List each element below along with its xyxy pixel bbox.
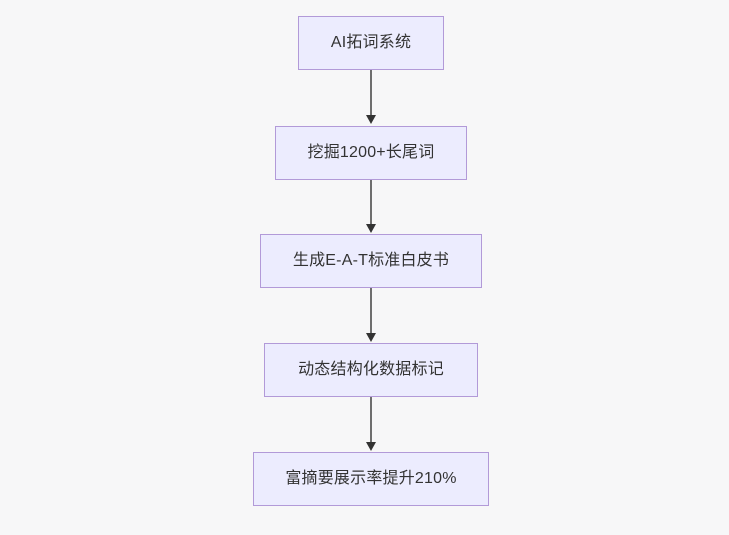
flow-node-5-label: 富摘要展示率提升210% <box>285 470 457 488</box>
flow-node-2-label: 挖掘1200+长尾词 <box>307 144 435 162</box>
arrowhead-3-to-4 <box>365 333 376 342</box>
arrowhead-1-to-2 <box>365 115 376 124</box>
flow-node-2[interactable]: 挖掘1200+长尾词 <box>275 126 467 180</box>
flow-node-3-label: 生成E-A-T标准白皮书 <box>292 252 450 270</box>
flow-node-1[interactable]: AI拓词系统 <box>298 16 444 70</box>
connector-4-to-5 <box>370 397 372 444</box>
flow-node-4-label: 动态结构化数据标记 <box>298 361 444 379</box>
arrowhead-4-to-5 <box>365 442 376 451</box>
flow-node-5[interactable]: 富摘要展示率提升210% <box>253 452 489 506</box>
connector-3-to-4 <box>370 288 372 335</box>
arrowhead-2-to-3 <box>365 224 376 233</box>
flow-node-3[interactable]: 生成E-A-T标准白皮书 <box>260 234 482 288</box>
flow-node-4[interactable]: 动态结构化数据标记 <box>264 343 478 397</box>
connector-1-to-2 <box>370 70 372 117</box>
flow-node-1-label: AI拓词系统 <box>330 34 412 52</box>
connector-2-to-3 <box>370 180 372 226</box>
